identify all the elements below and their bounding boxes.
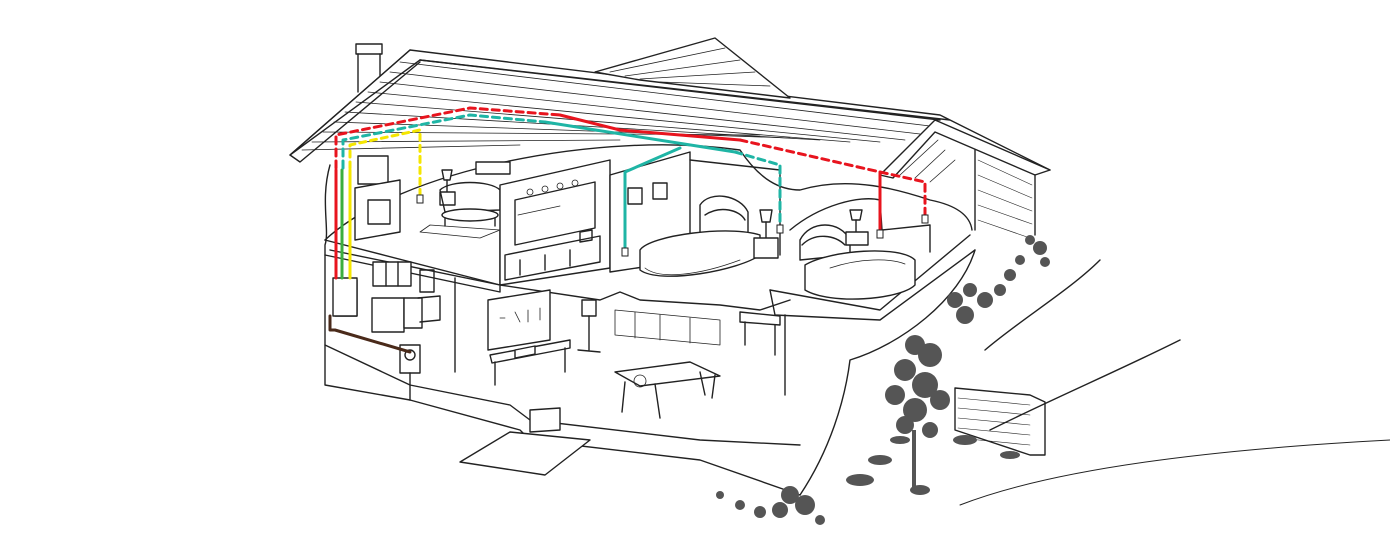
foundation-door [460,408,590,475]
wiring [330,108,925,352]
bedroom-two [790,199,930,299]
breaker-panel [333,278,357,316]
workshop [488,290,785,418]
retaining-wall [955,388,1045,455]
bedroom-one [610,152,780,276]
foliage [716,235,1050,525]
wire-teal-solid [545,122,735,248]
wire-yellow-dashed [350,130,420,195]
wire-red-solid [560,115,740,140]
shrubs-bottom [716,435,1020,525]
tree-right [947,235,1050,324]
right-gable [880,120,1050,238]
wire-teal-dashed [343,115,780,225]
bathroom [500,160,610,285]
ground-lines [960,260,1390,505]
tree-left [885,335,950,490]
wire-red-dashed [336,108,925,215]
house-cutaway-outline [325,145,975,495]
service-cable [330,316,410,352]
living-room [355,156,510,240]
back-gable-roof [595,38,790,98]
switch-boxes [417,195,928,256]
